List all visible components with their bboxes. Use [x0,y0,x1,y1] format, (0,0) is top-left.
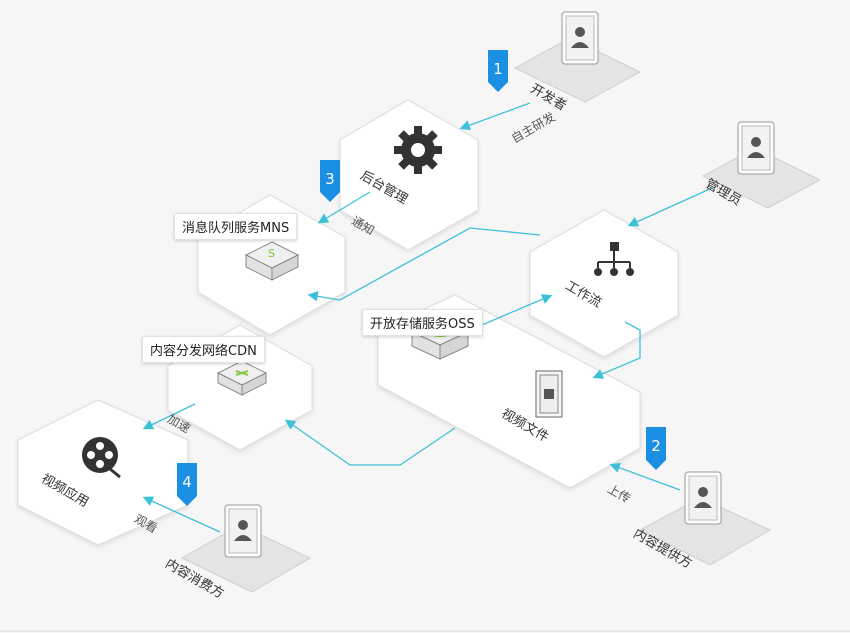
person-badge-icon [694,487,712,508]
film-reel-icon [82,437,121,479]
provider-platform [638,471,772,566]
person-badge-icon [571,27,589,48]
queue-box-icon: S [244,241,300,281]
step-3-text: 3 [325,170,335,188]
edge-backend-mns [317,191,371,224]
step-4-text: 4 [182,473,192,491]
step-badge-1: 1 [488,50,508,92]
edge-dev-backend [459,102,531,131]
edge-consumer-app [142,496,221,533]
step-badge-4: 4 [177,463,197,506]
edge-workflow-mns [307,227,541,302]
network-box-icon [216,360,268,396]
svg-text:S: S [268,247,275,260]
person-badge-icon [747,137,765,158]
oss-label: 开放存储服务OSS [362,309,483,336]
step-badge-2: 2 [646,427,666,470]
edge-oss-cdn [284,419,456,466]
edge-oss-workflow [469,294,553,331]
workflow-tile[interactable] [529,209,679,358]
cdn-label: 内容分发网络CDN [142,336,265,363]
edge-admin-workflow [627,187,713,227]
admin-platform [701,121,822,209]
gear-icon [394,126,442,174]
edge-provider-videofile [609,462,681,491]
document-device-icon [535,370,563,418]
step-badge-3: 3 [320,160,340,202]
workflow-tree-icon [594,242,634,276]
person-badge-icon [234,520,252,541]
edge-cdn-app [142,403,196,430]
mns-label: 消息队列服务MNS [174,213,298,240]
edge-workflow-videofile [592,321,641,379]
flow-lines [142,102,713,533]
consumer-platform [180,504,312,593]
backend-tile[interactable] [339,99,479,251]
step-2-text: 2 [651,437,661,455]
developer-platform [513,11,642,103]
step-1-text: 1 [493,60,503,78]
